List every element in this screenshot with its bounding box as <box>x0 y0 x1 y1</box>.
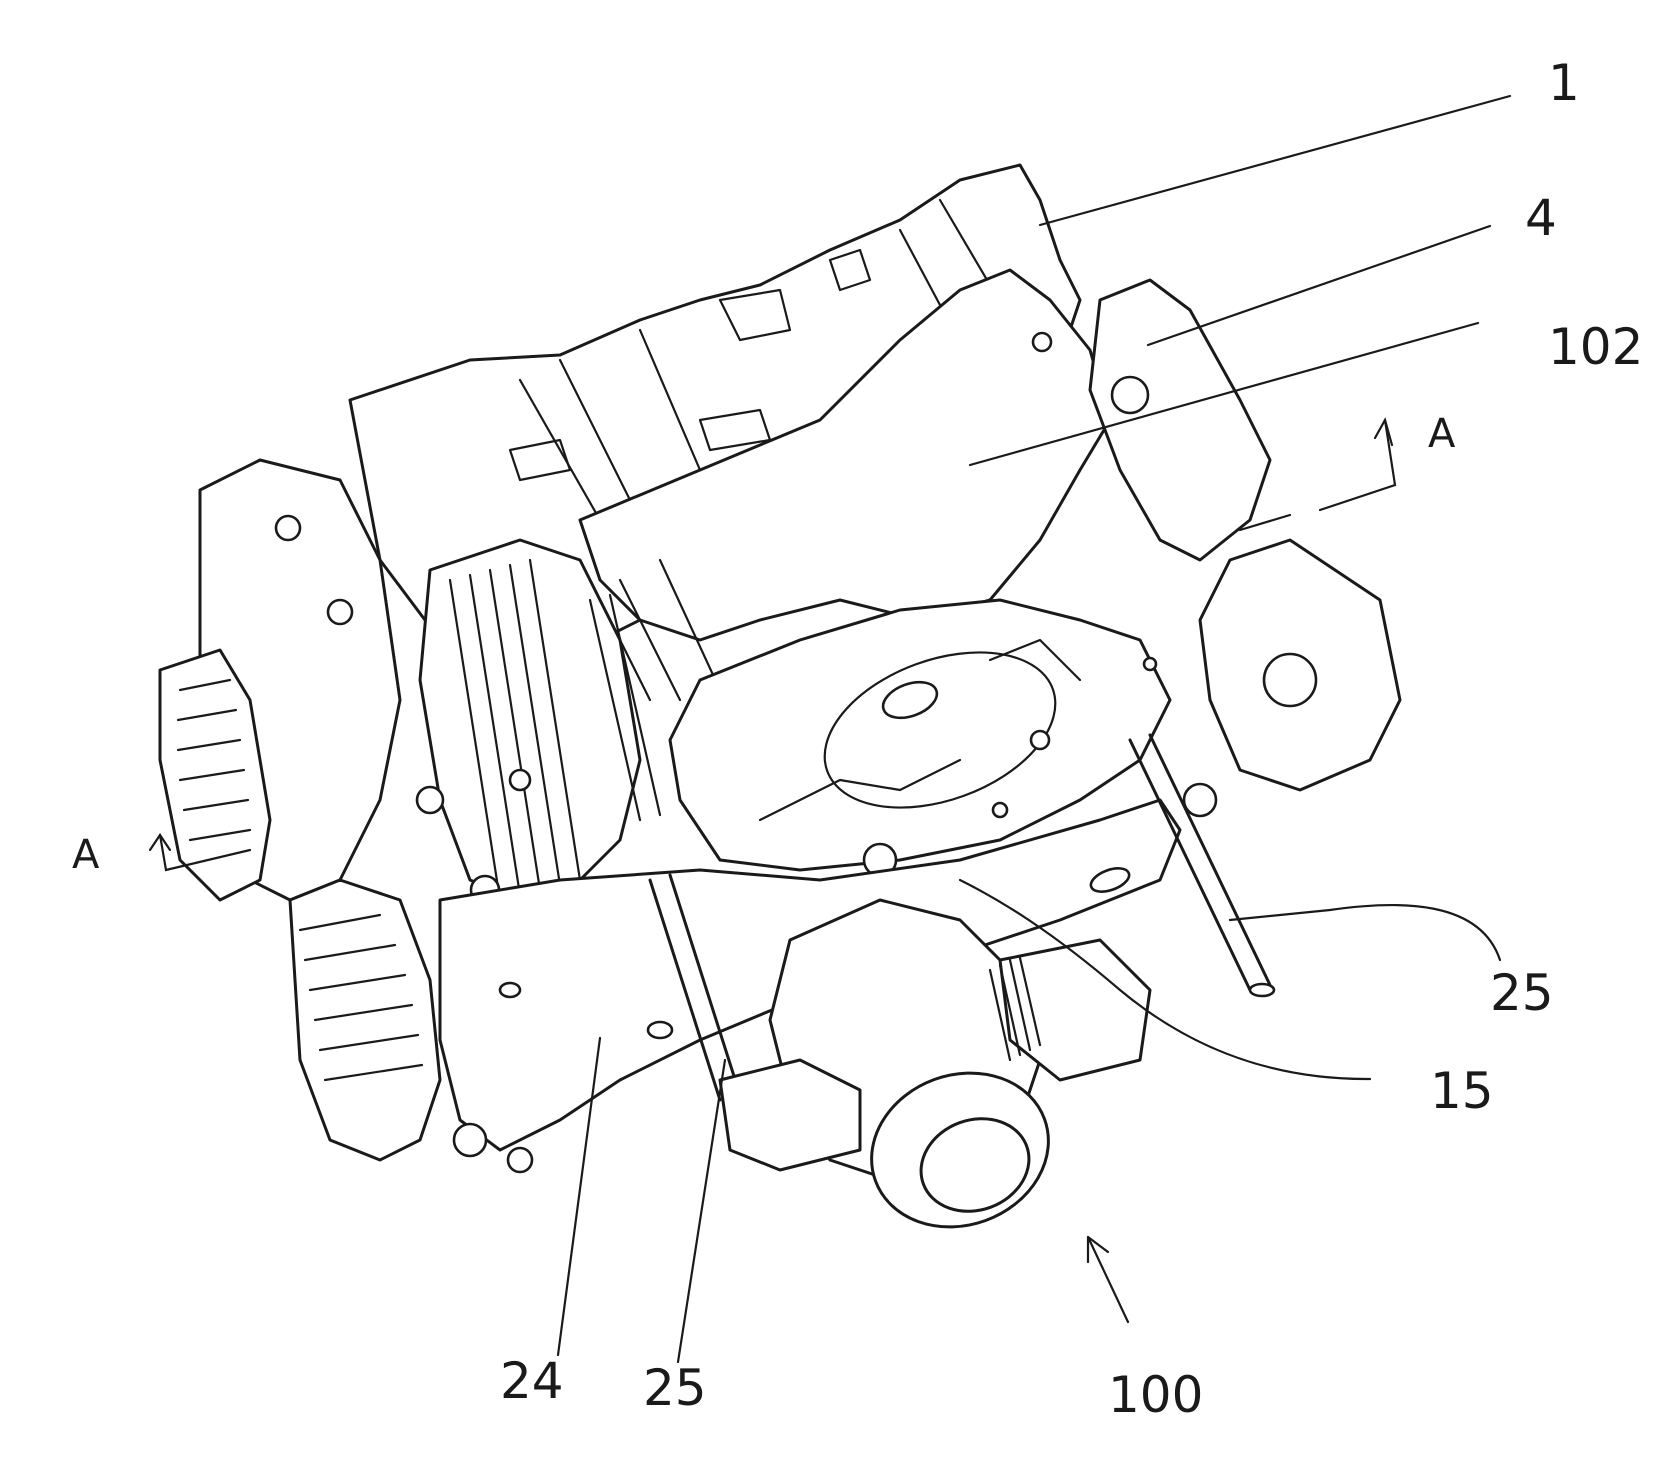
leader-25-right <box>1230 905 1500 960</box>
leader-100 <box>1088 1237 1128 1322</box>
ref-label-25-bottom: 25 <box>643 1359 707 1417</box>
leader-25-bottom <box>678 1060 725 1362</box>
leader-1 <box>1040 96 1510 225</box>
ref-label-1: 1 <box>1548 54 1580 112</box>
ref-label-100: 100 <box>1108 1366 1203 1424</box>
ref-label-4: 4 <box>1525 189 1557 247</box>
section-label-a-left: A <box>72 832 100 878</box>
ref-label-15: 15 <box>1430 1062 1494 1120</box>
ref-label-25-right: 25 <box>1490 964 1554 1022</box>
leader-4 <box>1148 226 1490 345</box>
ref-label-24: 24 <box>500 1352 564 1410</box>
ref-label-102: 102 <box>1548 318 1643 376</box>
section-label-a-right: A <box>1428 411 1456 457</box>
cover-hole <box>1033 333 1051 351</box>
